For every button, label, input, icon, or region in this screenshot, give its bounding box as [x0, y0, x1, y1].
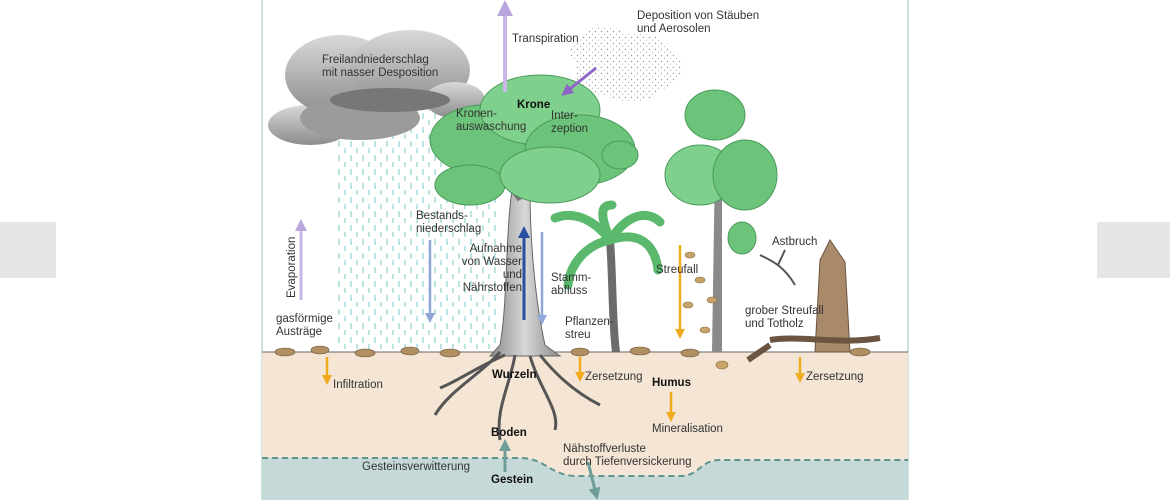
- label-freilandniederschlag: Freilandniederschlag mit nasser Desposit…: [322, 54, 439, 79]
- label-kronenauswaschung: Kronen- auswaschung: [456, 108, 527, 133]
- label-naehrstoffverluste: Nähstoffverluste durch Tiefenversickerun…: [563, 443, 692, 468]
- rain-cloud: [268, 30, 485, 145]
- label-krone: Krone: [517, 99, 551, 111]
- left-side-tab: [0, 222, 56, 278]
- tall-tree: [664, 89, 778, 352]
- label-gesteinsverwitterung: Gesteinsverwitterung: [362, 461, 471, 473]
- label-aufnahme: Aufnahme von Wasser und Nährstoffen: [461, 243, 522, 294]
- label-interzeption: Inter- zeption: [551, 110, 589, 135]
- deciduous-tree: [429, 74, 639, 441]
- tiefenversickerung-arrow: [586, 461, 601, 500]
- label-stammabfluss: Stamm- abfluss: [551, 272, 592, 297]
- label-gasfoermige: gasförmige Austräge: [276, 313, 333, 338]
- dead-tree: [746, 239, 881, 363]
- label-zersetzung-2: Zersetzung: [806, 371, 864, 383]
- label-bestandsniederschlag: Bestands- niederschlag: [416, 210, 482, 235]
- label-grober-streufall: grober Streufall und Totholz: [745, 305, 824, 330]
- bedrock-layer: [262, 458, 908, 500]
- label-boden: Boden: [491, 427, 527, 439]
- palm-tree: [550, 200, 665, 353]
- deposition-arrow: [561, 66, 597, 96]
- label-zersetzung-1: Zersetzung: [585, 371, 643, 383]
- dust-cloud: [569, 26, 683, 102]
- label-streufall: Streufall: [656, 264, 699, 276]
- bedrock-boundary: [262, 457, 908, 477]
- label-gestein: Gestein: [491, 474, 534, 486]
- label-astbruch: Astbruch: [772, 236, 818, 248]
- right-side-tab: [1097, 222, 1170, 278]
- label-evaporation: Evaporation: [286, 236, 298, 298]
- label-humus: Humus: [652, 377, 691, 389]
- label-pflanzenstreu: Pflanzen- streu: [565, 316, 614, 341]
- label-infiltration: Infiltration: [333, 379, 383, 391]
- litter-layer: [274, 345, 871, 358]
- label-transpiration: Transpiration: [512, 33, 579, 45]
- falling-leaves: [682, 251, 729, 370]
- label-wurzeln: Wurzeln: [492, 369, 537, 381]
- label-mineralisation: Mineralisation: [652, 423, 723, 435]
- label-deposition: Deposition von Stäuben und Aerosolen: [637, 10, 760, 35]
